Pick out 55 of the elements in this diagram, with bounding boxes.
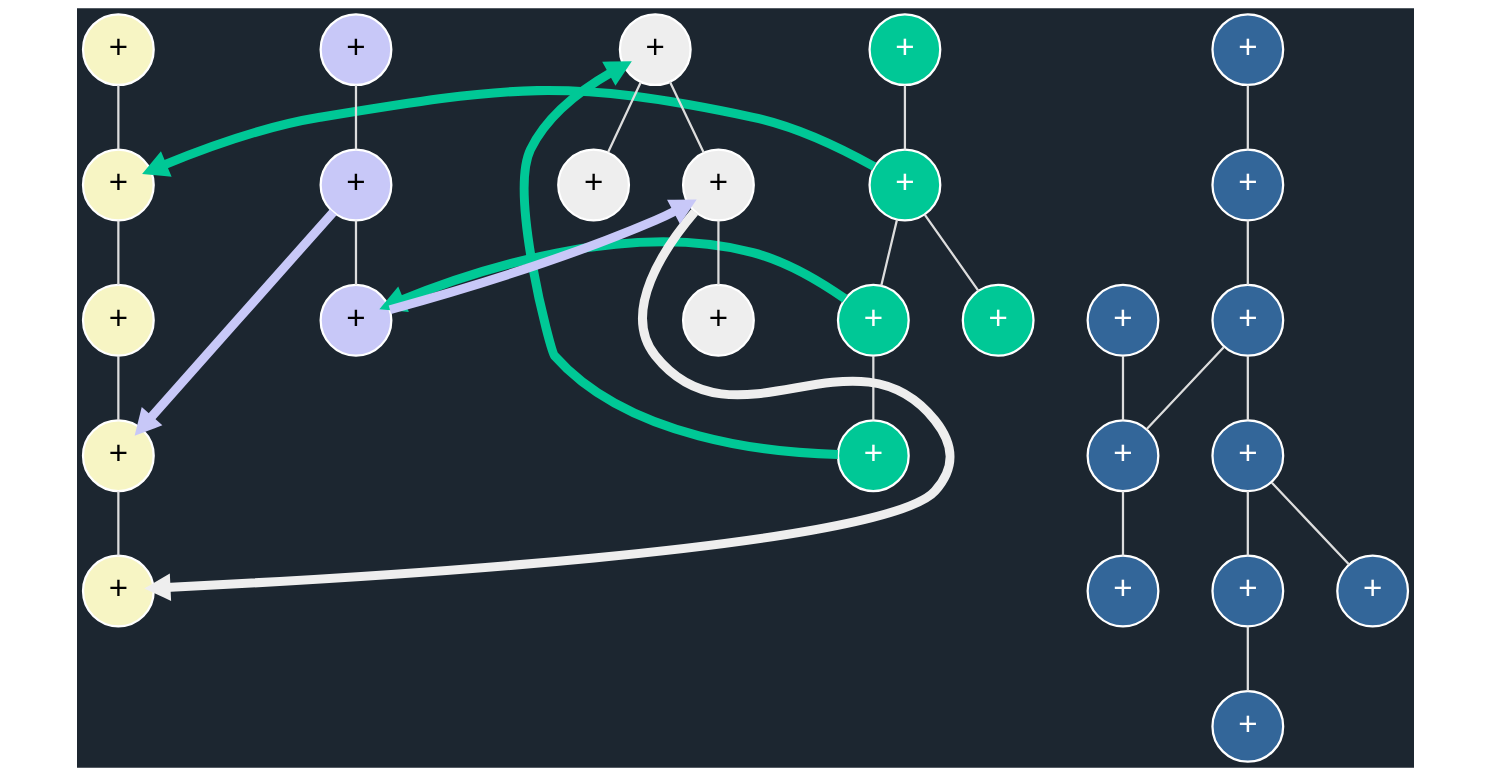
node-circle: + xyxy=(1210,283,1284,357)
node-circle: + xyxy=(1210,419,1284,493)
arrow xyxy=(141,86,876,177)
node-circle: + xyxy=(1086,283,1159,357)
arrow xyxy=(519,61,838,459)
connector xyxy=(116,85,119,150)
node-circle: + xyxy=(836,283,910,357)
connector xyxy=(116,220,119,285)
connector xyxy=(668,81,705,153)
node-circle: + xyxy=(1210,689,1284,763)
node-circle: + xyxy=(81,419,155,493)
connector xyxy=(716,220,720,285)
node-circle: + xyxy=(867,13,941,87)
connector xyxy=(871,355,874,421)
node-circle: + xyxy=(618,13,692,87)
node-circle: + xyxy=(961,283,1035,357)
connector xyxy=(354,85,357,150)
node-circle: + xyxy=(81,283,155,357)
connector xyxy=(1246,85,1249,150)
arrow xyxy=(378,237,848,312)
node-circle: + xyxy=(81,13,155,87)
connector xyxy=(1145,346,1225,430)
node-circle: + xyxy=(1086,419,1159,493)
connector xyxy=(354,220,357,285)
node-circle: + xyxy=(319,283,392,357)
connector xyxy=(1270,481,1350,566)
connector xyxy=(923,213,979,292)
node-circle: + xyxy=(1086,554,1159,628)
connector xyxy=(1121,491,1124,556)
connector xyxy=(903,85,906,150)
node-circle: + xyxy=(681,283,755,357)
connector xyxy=(1246,220,1249,285)
node-circle: + xyxy=(319,13,392,87)
node-circle: + xyxy=(1335,554,1409,628)
connector xyxy=(1246,355,1249,421)
node-circle: + xyxy=(81,148,155,222)
connector xyxy=(1246,626,1249,691)
node-circle: + xyxy=(867,148,941,222)
connector xyxy=(1121,355,1124,421)
connector xyxy=(116,491,119,556)
connector xyxy=(116,355,119,421)
connector xyxy=(879,219,898,286)
arrow xyxy=(143,209,954,601)
arrow xyxy=(388,199,697,315)
node-circle: + xyxy=(1210,13,1284,87)
connector xyxy=(1246,491,1249,556)
node-circle: + xyxy=(1210,148,1284,222)
node-circle: + xyxy=(319,148,392,222)
node-circle: + xyxy=(681,148,755,222)
node-circle: + xyxy=(1210,554,1284,628)
node-circle: + xyxy=(81,554,155,628)
arrow xyxy=(134,209,337,436)
connector xyxy=(606,82,642,153)
node-circle: + xyxy=(556,148,630,222)
node-circle: + xyxy=(836,419,910,493)
